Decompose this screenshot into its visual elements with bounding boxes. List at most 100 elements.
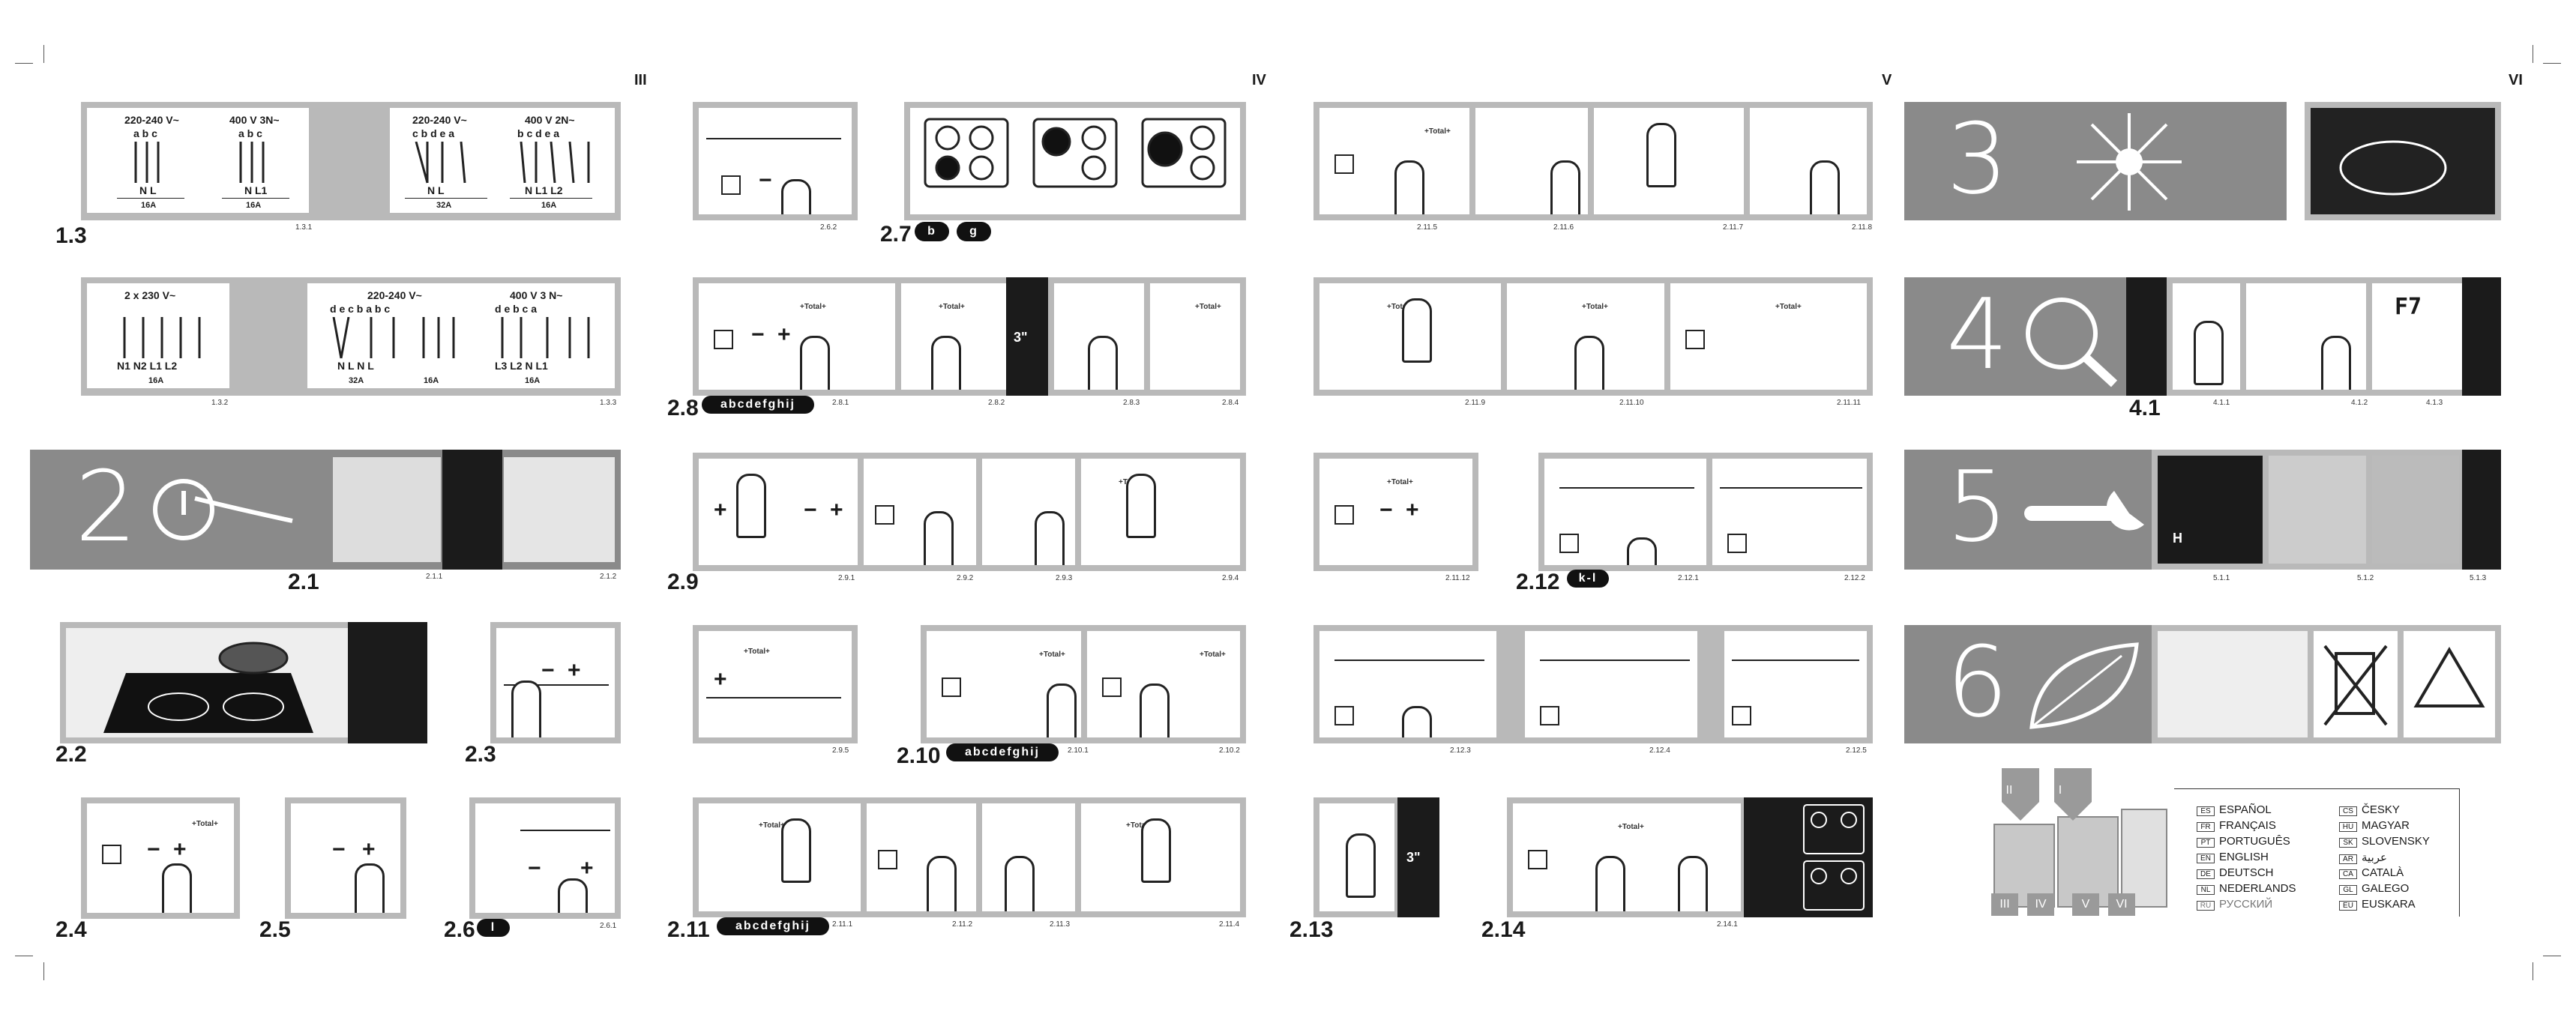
finger-icon <box>736 474 766 538</box>
power-key <box>1732 706 1751 725</box>
photo-placeholder: H <box>2158 456 2263 564</box>
control-figure: +Total+ +Total+ +Total+ <box>1313 277 1873 396</box>
step-label: 2.3 <box>465 742 496 767</box>
ampere-label: 16A <box>148 376 164 385</box>
control-panel: +Total+ − + <box>87 803 234 913</box>
substep-label: 2.11.12 <box>1445 574 1470 582</box>
substep-label: 2.11.3 <box>1050 920 1071 929</box>
photo-placeholder <box>2269 456 2366 564</box>
ampere-label: 16A <box>246 201 262 210</box>
page-number: VI <box>2509 72 2523 88</box>
substep-label: 2.8.2 <box>988 399 1005 407</box>
ampere-label: 32A <box>349 376 364 385</box>
substep-label: 2.11.11 <box>1837 399 1861 407</box>
recycle-icon <box>2404 631 2495 737</box>
ampere-label: 16A <box>424 376 439 385</box>
substep-label: 2.11.7 <box>1723 223 1744 232</box>
voltage-label: 400 V 3N~ <box>229 114 280 126</box>
control-panel: +Total+ <box>901 283 1006 390</box>
control-line <box>1540 660 1690 661</box>
control-line <box>706 138 841 139</box>
total-label: +Total+ <box>1195 303 1221 311</box>
plus-icon: + <box>580 856 594 881</box>
variant-pill: abcdefghij <box>717 917 829 935</box>
finger-icon <box>162 863 192 913</box>
total-label: +Total+ <box>1775 303 1802 311</box>
substep-label: 1.3.1 <box>295 223 313 232</box>
total-label: +Total+ <box>192 820 218 828</box>
power-key <box>875 505 894 525</box>
control-panel <box>1712 459 1867 565</box>
finger-icon <box>1126 474 1156 538</box>
weee-bin-icon <box>2314 631 2398 737</box>
step-label: 4.1 <box>2129 396 2161 420</box>
finger-icon <box>1646 123 1676 187</box>
dark-panel <box>2462 450 2501 570</box>
total-label: +Total+ <box>1200 651 1226 659</box>
minus-icon: − <box>759 168 772 193</box>
substep-label: 5.1.2 <box>2357 574 2374 582</box>
total-label: +Total+ <box>1387 478 1413 486</box>
cooktop-icon <box>103 642 313 733</box>
control-panel <box>1594 108 1744 214</box>
minus-icon: − <box>751 322 765 347</box>
control-figure: + − + +Total+ <box>693 453 1246 571</box>
substep-label: 1.3.2 <box>211 399 229 407</box>
control-panel <box>864 459 976 565</box>
photo-placeholder <box>2372 456 2459 564</box>
control-line <box>1720 487 1862 489</box>
control-figure: +Total+ − + <box>1313 453 1478 571</box>
control-panel: +Total+ − + <box>699 283 895 390</box>
voltage-label: 400 V 3 N~ <box>510 289 563 301</box>
step-label: 2.2 <box>55 742 87 767</box>
substep-label: 2.11.4 <box>1219 920 1240 929</box>
finger-icon <box>800 336 830 390</box>
zones-icon <box>924 118 1227 188</box>
substep-label: 4.1.1 <box>2213 399 2230 407</box>
terminal-labels: L3 L2 N L1 <box>495 360 548 372</box>
total-label: +Total+ <box>1126 821 1152 830</box>
power-key <box>1102 678 1122 697</box>
finger-icon <box>931 336 961 390</box>
substep-label: 2.9.2 <box>957 574 974 582</box>
timer-panel: 3" <box>1006 277 1048 396</box>
step-label: 2.5 <box>259 917 291 942</box>
substep-label: 5.1.1 <box>2213 574 2230 582</box>
control-panel <box>867 803 976 911</box>
control-panel: +Total+ <box>1081 459 1240 565</box>
substep-label: 2.11.10 <box>1619 399 1644 407</box>
finger-icon <box>1088 336 1118 390</box>
finger-icon <box>2194 321 2224 385</box>
control-panel <box>2173 283 2240 390</box>
control-panel: +Total+ <box>1670 283 1867 390</box>
dark-panel <box>2462 277 2501 396</box>
photo-placeholder <box>66 628 351 737</box>
wire-letters: a b c <box>133 127 157 139</box>
control-panel: +Total+ <box>1513 803 1741 911</box>
control-panel: +Total+ − + <box>1319 459 1472 565</box>
substep-label: 2.9.5 <box>832 746 849 755</box>
dark-panel <box>442 450 502 570</box>
timer-label: 3" <box>1406 850 1421 865</box>
control-line <box>1334 660 1484 661</box>
variant-pill: g <box>957 222 991 241</box>
substep-label: 2.11.9 <box>1465 399 1486 407</box>
hob-display: H <box>2173 531 2182 546</box>
control-panel: − + <box>475 803 615 913</box>
control-figure: − + <box>490 622 621 743</box>
finger-icon <box>1550 160 1580 214</box>
